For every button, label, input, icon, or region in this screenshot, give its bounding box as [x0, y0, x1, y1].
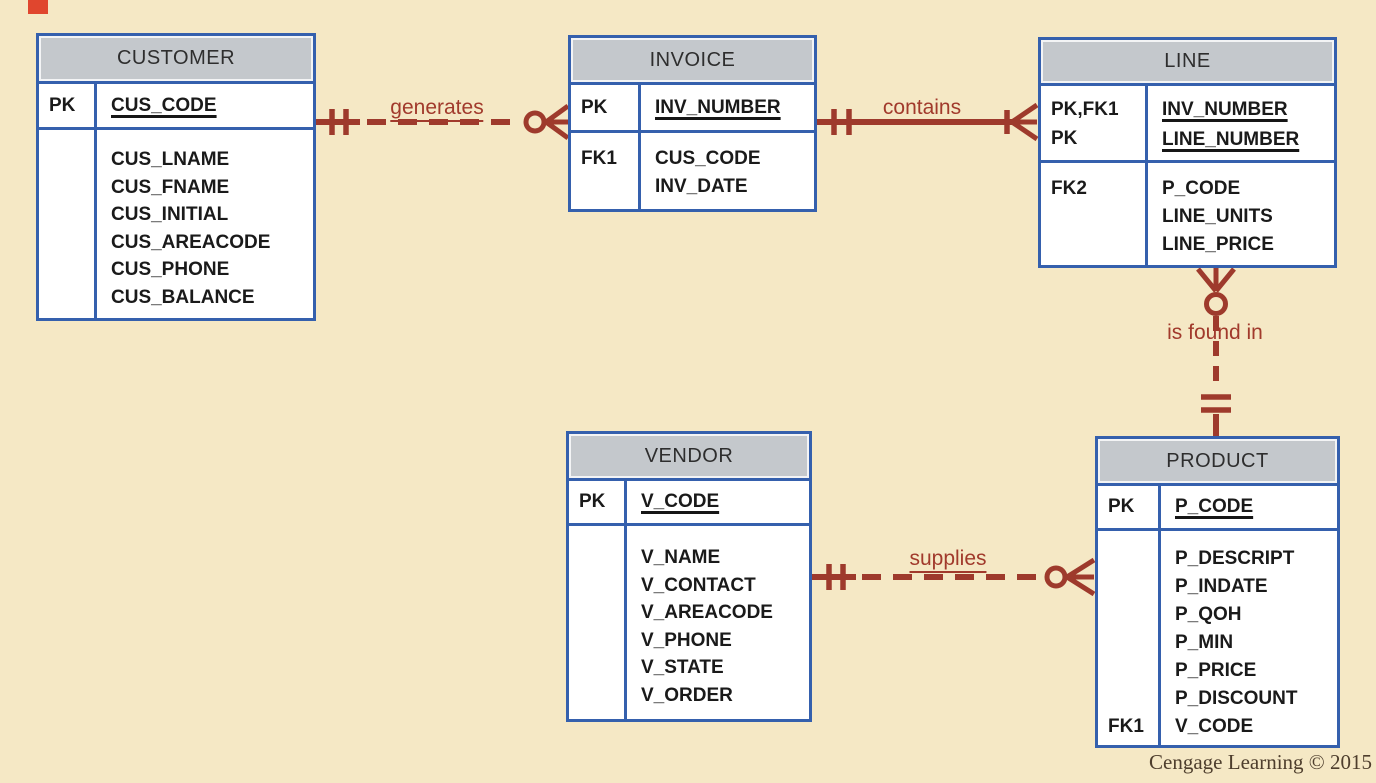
copyright-credit: Cengage Learning © 2015	[1149, 750, 1372, 774]
entity-product: PRODUCT PK P_CODE FK1 P_DESCRIPT P_INDAT…	[1095, 436, 1340, 748]
attribute-line-units: LINE_UNITS	[1162, 206, 1273, 227]
attribute-cus-lname: CUS_LNAME	[111, 149, 230, 170]
attribute-cus-fname: CUS_FNAME	[111, 176, 230, 198]
attribute-p-code: P_CODE	[1175, 496, 1254, 517]
is-found-in-optional-circle-icon	[1204, 292, 1228, 316]
key-label-pk: PK	[1051, 128, 1078, 149]
contains-one-double-tick-icon	[831, 109, 852, 135]
attribute-v-order: V_ORDER	[641, 684, 733, 706]
attribute-cus-code-fk: CUS_CODE	[655, 148, 761, 169]
generates-crowfoot-icon	[544, 103, 570, 141]
attribute-v-areacode: V_AREACODE	[641, 602, 773, 623]
contains-crowfoot-icon	[1010, 102, 1039, 142]
attribute-cus-phone: CUS_PHONE	[111, 259, 230, 280]
entity-title: CUSTOMER	[116, 47, 236, 69]
supplies-crowfoot-icon	[1065, 557, 1096, 597]
attribute-v-code: V_CODE	[641, 491, 720, 512]
relationship-label-generates: generates	[390, 96, 484, 122]
relationship-label-is-found-in: is found in	[1167, 321, 1263, 345]
attribute-p-descript: P_DESCRIPT	[1175, 548, 1295, 569]
attribute-cus-initial: CUS_INITIAL	[111, 204, 229, 225]
attribute-inv-date: INV_DATE	[655, 176, 748, 197]
attribute-cus-balance: CUS_BALANCE	[111, 286, 255, 308]
entity-header-customer: CUSTOMER	[39, 36, 313, 84]
relationship-contains-connector	[817, 102, 1039, 142]
entity-title: LINE	[1164, 50, 1211, 72]
relationship-label-text: is found in	[1167, 321, 1263, 344]
entity-vendor: VENDOR PK V_CODE V_NAME V_CONTACT V_AREA…	[566, 431, 812, 722]
key-label-fk2: FK2	[1051, 178, 1087, 199]
attribute-p-min: P_MIN	[1175, 632, 1234, 653]
key-label-fk1: FK1	[1108, 716, 1144, 737]
relationship-label-text: generates	[390, 96, 484, 122]
attribute-v-contact: V_CONTACT	[641, 574, 756, 596]
entity-title: INVOICE	[649, 48, 736, 71]
attribute-line-price: LINE_PRICE	[1162, 234, 1274, 255]
entity-invoice: INVOICE PK INV_NUMBER FK1 CUS_CODE INV_D…	[568, 35, 817, 212]
entity-title: PRODUCT	[1166, 449, 1269, 472]
generates-optional-circle-icon	[523, 110, 547, 134]
supplies-optional-circle-icon	[1044, 565, 1068, 589]
relationship-generates-connector	[316, 103, 570, 141]
is-found-in-crowfoot-icon	[1196, 267, 1236, 293]
attribute-p-qoh: P_QOH	[1175, 604, 1242, 625]
relationship-is-found-in-connector	[1196, 267, 1236, 437]
attribute-v-code-fk: V_CODE	[1175, 716, 1254, 737]
corner-accent	[28, 0, 48, 14]
attribute-p-code-fk: P_CODE	[1162, 178, 1241, 199]
entity-header-line: LINE	[1041, 40, 1334, 86]
supplies-one-double-tick-icon	[826, 564, 846, 590]
attribute-v-state: V_STATE	[641, 657, 724, 678]
key-label-pk: PK	[1108, 496, 1135, 517]
attribute-p-price: P_PRICE	[1175, 660, 1257, 681]
key-label-pk: PK	[581, 97, 608, 118]
is-found-in-one-double-tick-icon	[1201, 394, 1231, 413]
key-label-pk-fk1: PK,FK1	[1051, 99, 1119, 120]
attribute-v-phone: V_PHONE	[641, 629, 732, 651]
attribute-p-indate: P_INDATE	[1175, 576, 1268, 597]
entity-line: LINE PK,FK1 PK INV_NUMBER LINE_NUMBER FK…	[1038, 37, 1337, 268]
attribute-line-number: LINE_NUMBER	[1162, 129, 1300, 150]
relationship-supplies-connector	[812, 557, 1096, 597]
key-label-fk1: FK1	[581, 148, 617, 169]
key-label-pk: PK	[579, 491, 606, 512]
generates-one-double-tick-icon	[329, 109, 349, 135]
relationship-label-text: supplies	[909, 547, 987, 573]
key-label-pk: PK	[49, 95, 76, 116]
attribute-v-name: V_NAME	[641, 547, 721, 568]
entity-customer: CUSTOMER PK CUS_CODE CUS_LNAME CUS_FNAME…	[36, 33, 316, 321]
relationship-label-text: contains	[882, 96, 962, 119]
attribute-cus-code: CUS_CODE	[111, 95, 217, 116]
relationship-label-supplies: supplies	[909, 547, 987, 573]
entity-header-invoice: INVOICE	[571, 38, 814, 85]
attribute-p-discount: P_DISCOUNT	[1175, 688, 1298, 709]
attribute-cus-areacode: CUS_AREACODE	[111, 231, 271, 253]
entity-title: VENDOR	[644, 444, 734, 467]
relationship-label-contains: contains	[883, 96, 961, 120]
attribute-inv-number: INV_NUMBER	[655, 97, 781, 118]
entity-header-product: PRODUCT	[1098, 439, 1337, 486]
entity-header-vendor: VENDOR	[569, 434, 809, 481]
attribute-inv-number-fk: INV_NUMBER	[1162, 99, 1288, 120]
